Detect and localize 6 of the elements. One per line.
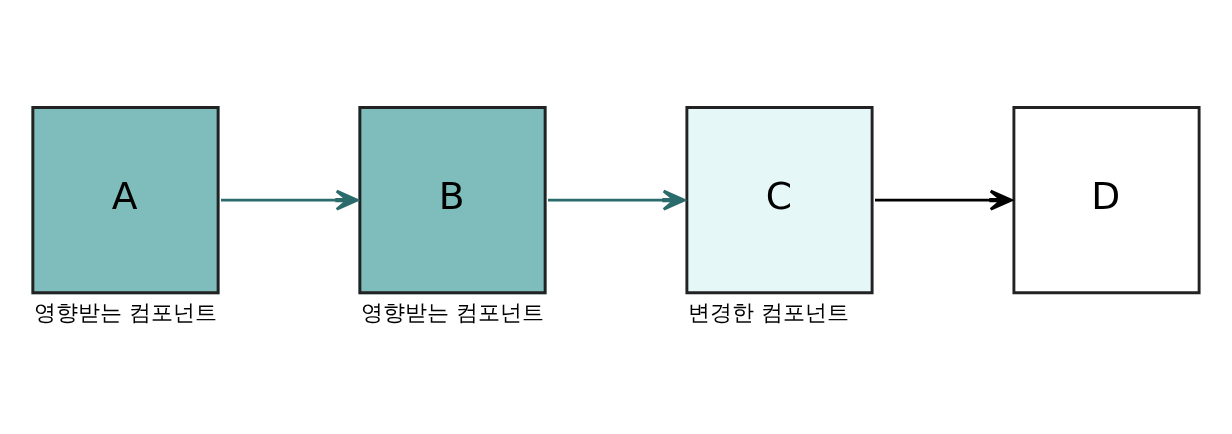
node-label: 영향받는 컴포넌트	[34, 299, 218, 325]
arrow	[875, 189, 1013, 211]
node-label: 영향받는 컴포넌트	[361, 299, 545, 325]
node-label: 변경한 컴포넌트	[688, 299, 850, 325]
arrow	[221, 189, 359, 211]
arrow	[548, 189, 686, 211]
